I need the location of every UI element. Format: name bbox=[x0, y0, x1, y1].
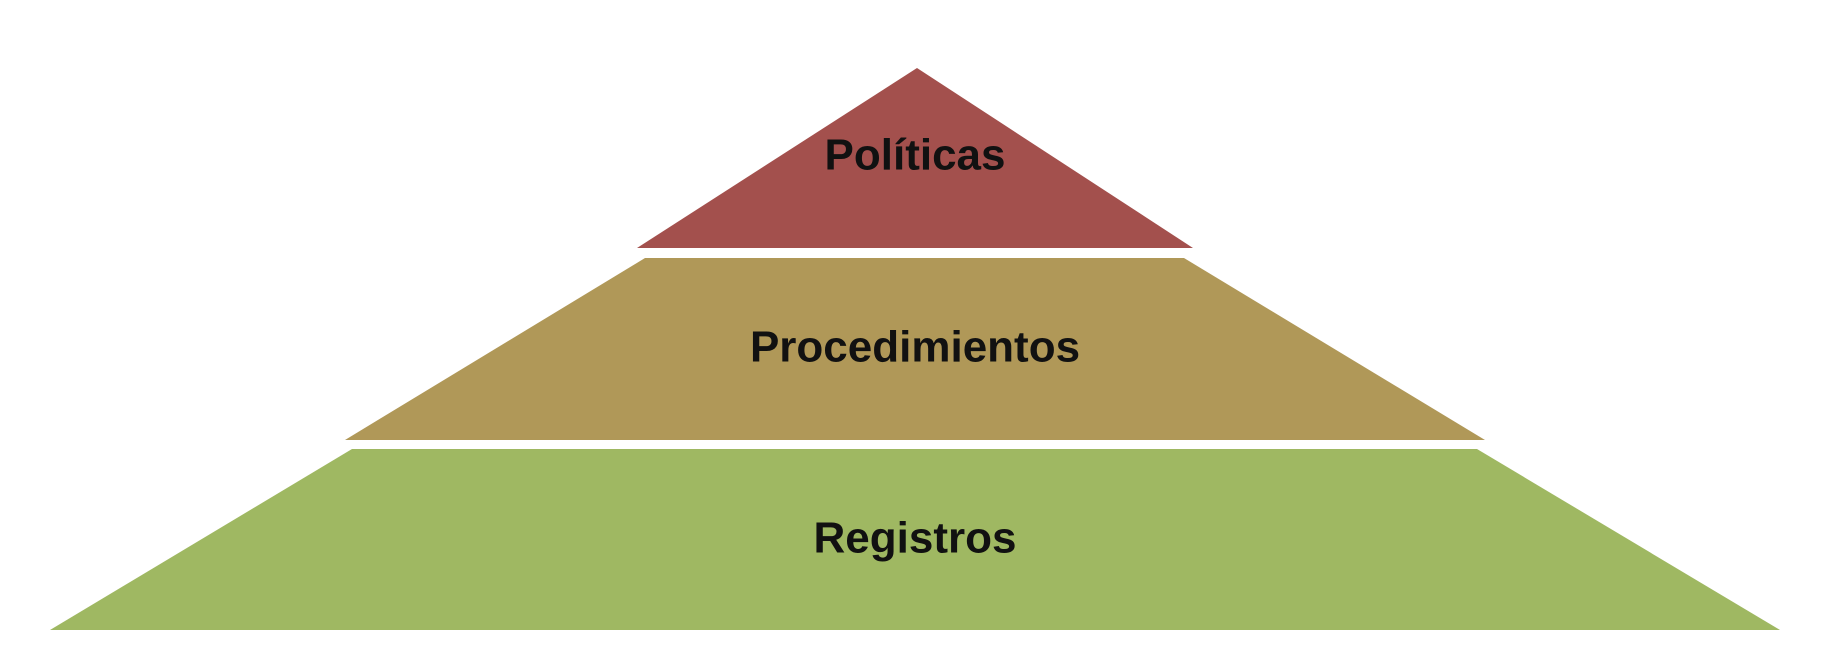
level-politicas-shape bbox=[637, 68, 1193, 248]
level-registros-shape bbox=[50, 449, 1780, 630]
level-politicas-label: Políticas bbox=[825, 131, 1006, 180]
level-procedimientos-label: Procedimientos bbox=[750, 323, 1080, 372]
level-procedimientos: Procedimientos bbox=[345, 258, 1485, 440]
level-politicas: Políticas bbox=[637, 68, 1193, 248]
level-registros: Registros bbox=[50, 449, 1780, 630]
level-procedimientos-shape bbox=[345, 258, 1485, 440]
level-registros-label: Registros bbox=[814, 514, 1017, 563]
